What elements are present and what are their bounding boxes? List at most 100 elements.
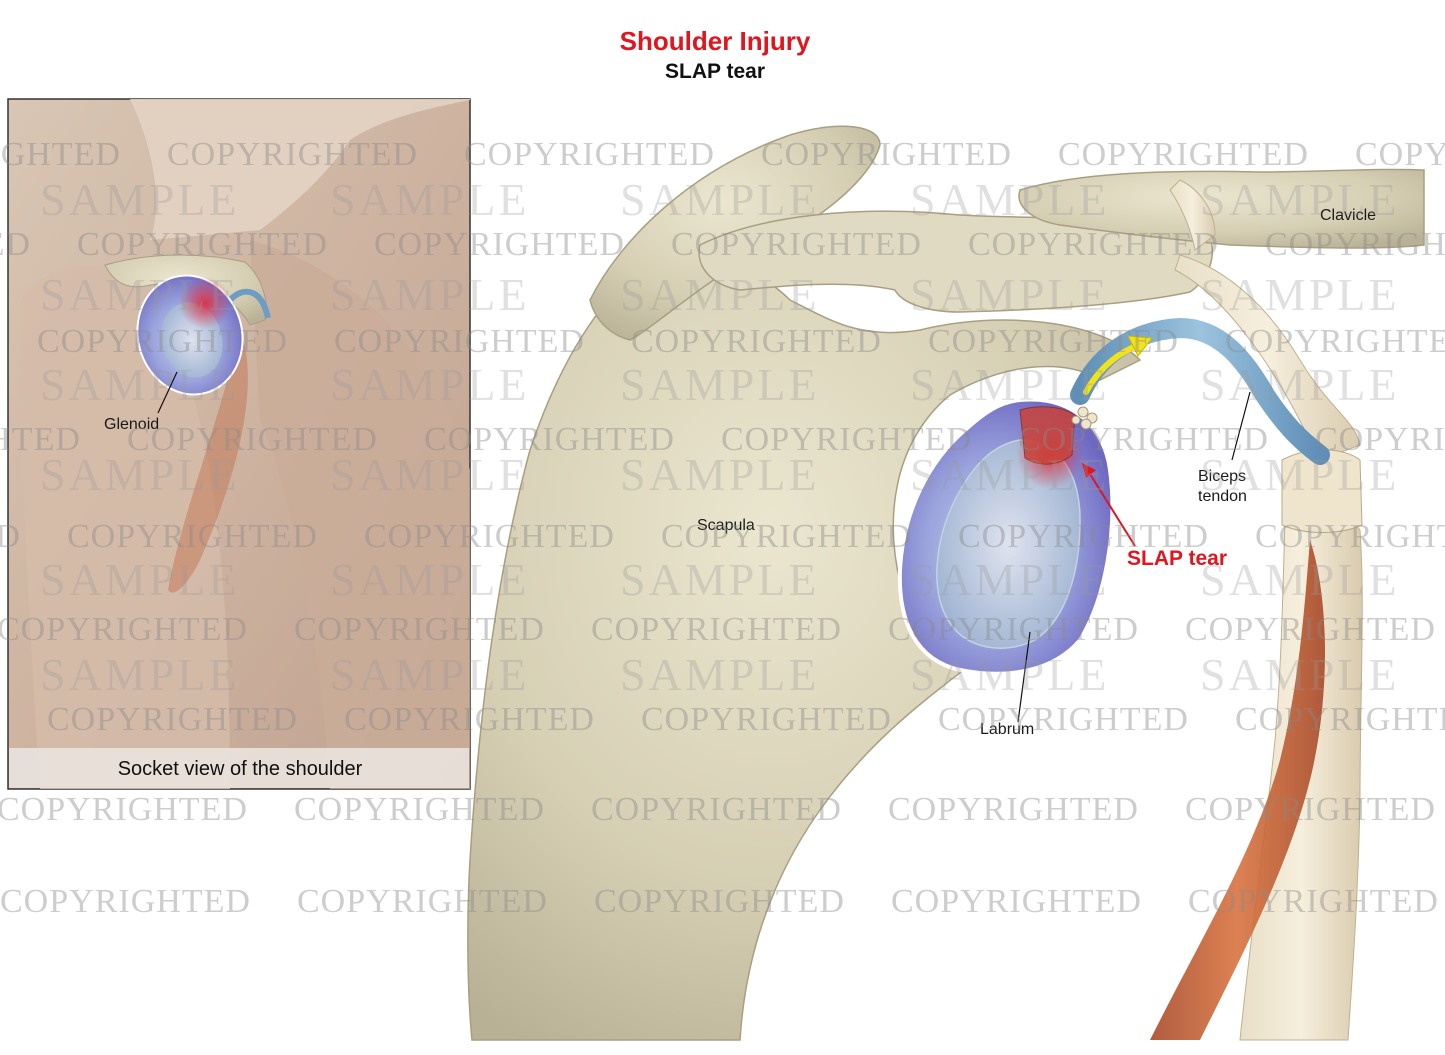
watermark-sample-text: SAMPLE [1200, 359, 1399, 410]
inset-biceps-muscle [168, 330, 248, 593]
clavicle-label: Clavicle [1320, 207, 1376, 224]
slap-tear-leader-arrowhead [1082, 463, 1096, 478]
diagram-title: Shoulder Injury [619, 26, 811, 56]
watermark-text: COPYRIGHTED [1188, 883, 1439, 920]
clavicle [1018, 168, 1425, 249]
arm-shape [20, 265, 230, 789]
watermark-text: COPYRIGHTED [0, 226, 31, 263]
watermark-sample-text: SAMPLE [620, 649, 819, 700]
watermark-text: COPYRIGHTED [37, 323, 288, 360]
watermark-text: COPYRIGHTED [761, 136, 1012, 173]
watermark-text: COPYRIGHTED [1185, 791, 1436, 828]
inset-tear-highlight [179, 277, 231, 329]
watermark-text: COPYRIGHTED [631, 323, 882, 360]
watermark-text: COPYRIGHTED [0, 518, 21, 555]
watermark-text: COPYRIGHTED [958, 518, 1209, 555]
watermark-text: COPYRIGHTED [127, 421, 378, 458]
watermark-sample-text: SAMPLE [40, 359, 239, 410]
watermark-text: COPYRIGHTED [294, 611, 545, 648]
watermark-text: COPYRIGHTED [464, 136, 715, 173]
tear-fragment [1080, 418, 1092, 430]
watermark-sample-text: SAMPLE [620, 359, 819, 410]
inset-glenoid-label: Glenoid [104, 416, 159, 433]
watermark-text: COPYRIGHTED [67, 518, 318, 555]
watermark-sample-text: SAMPLE [40, 269, 239, 320]
back-shape [250, 240, 470, 789]
watermark-text: COPYRIGHTED [661, 518, 912, 555]
labrum-label: Labrum [980, 721, 1034, 738]
tear-fragments [1071, 406, 1098, 430]
watermark-sample-text: SAMPLE [1200, 649, 1399, 700]
watermark-text: COPYRIGHTED [1265, 226, 1445, 263]
main-illustration: Clavicle Scapula Biceps tendon SLAP tear… [467, 125, 1425, 1041]
watermark-sample-text: SAMPLE [40, 174, 239, 225]
ac-ligament [1169, 179, 1216, 251]
copyright-watermark: COPYRIGHTED COPYRIGHTED COPYRIGHTED COPYRIG… [0, 136, 1445, 920]
watermark-text: COPYRIGHTED [641, 701, 892, 738]
watermark-sample-text: SAMPLE [1200, 449, 1399, 500]
watermark-text: COPYRIGHTED [888, 791, 1139, 828]
watermark-sample-text: SAMPLE [910, 269, 1109, 320]
watermark-text: COPYRIGHTED [1355, 136, 1445, 173]
watermark-sample-text: SAMPLE [620, 269, 819, 320]
watermark-text: COPYRIGHTED [591, 611, 842, 648]
watermark-text: COPYRIGHTED [0, 611, 248, 648]
biceps-tendon-leader [1231, 391, 1251, 461]
tear-fragment [1071, 415, 1081, 425]
tear-fragment [1077, 406, 1089, 418]
watermark-text: COPYRIGHTED [47, 701, 298, 738]
watermark-text: COPYRIGHTED [0, 791, 248, 828]
watermark-sample-text: SAMPLE [910, 649, 1109, 700]
watermark-text: COPYRIGHTED [1018, 421, 1269, 458]
watermark-text: COPYRIGHTED [1225, 323, 1445, 360]
watermark-sample-text: SAMPLE [330, 449, 529, 500]
inset-acromion [104, 254, 267, 326]
watermark-sample-text: SAMPLE [1200, 554, 1399, 605]
biceps-tendon-label-line2: tendon [1198, 488, 1247, 505]
watermark-text: COPYRIGHTED [0, 883, 251, 920]
biceps-tendon [1070, 317, 1330, 465]
watermark-sample-text: SAMPLE [910, 359, 1109, 410]
watermark-text: COPYRIGHTED [334, 323, 585, 360]
watermark-text: COPYRIGHTED [1185, 611, 1436, 648]
watermark-sample-text: SAMPLE [330, 554, 529, 605]
watermark-text: COPYRIGHTED [594, 883, 845, 920]
watermark-sample-text: SAMPLE [1200, 269, 1399, 320]
slap-tear-label: SLAP tear [1127, 547, 1227, 570]
watermark-text: COPYRIGHTED [364, 518, 615, 555]
watermark-sample-text: SAMPLE [40, 649, 239, 700]
watermark-sample-text: SAMPLE [1200, 174, 1399, 225]
watermark-sample-text: SAMPLE [620, 449, 819, 500]
watermark-sample-text: SAMPLE [330, 359, 529, 410]
watermark-text: COPYRIGHTED [1058, 136, 1309, 173]
watermark-text: COPYRIGHTED [0, 421, 81, 458]
watermark-text: COPYRIGHTED [0, 701, 1, 738]
watermark-text: COPYRIGHTED [938, 701, 1189, 738]
watermark-sample-text: SAMPLE [620, 554, 819, 605]
inset-caption: Socket view of the shoulder [118, 758, 363, 780]
inset-biceps-tendon [227, 288, 271, 319]
watermark-text: COPYRIGHTED [424, 421, 675, 458]
watermark-text: COPYRIGHTED [1315, 421, 1445, 458]
labrum-leader [1017, 631, 1031, 723]
pull-arrow-shaft [1083, 343, 1139, 395]
watermark-text: COPYRIGHTED [77, 226, 328, 263]
slap-tear-leader [1089, 473, 1136, 547]
diagram-subtitle: SLAP tear [665, 60, 765, 83]
watermark-text: COPYRIGHTED [374, 226, 625, 263]
scapula [467, 256, 1142, 1041]
watermark-text: COPYRIGHTED [1255, 518, 1445, 555]
watermark-sample-text: SAMPLE [910, 449, 1109, 500]
slap-tear-lesion [1019, 406, 1076, 465]
pull-arrow-head [1127, 335, 1153, 357]
watermark-sample-text: SAMPLE [620, 174, 819, 225]
watermark-text: COPYRIGHTED [591, 791, 842, 828]
inset-caption-bar [9, 748, 469, 788]
watermark-sample-text: SAMPLE [40, 449, 239, 500]
watermark-sample-text: SAMPLE [910, 554, 1109, 605]
inset-panel: Glenoid Socket view of the shoulder [7, 98, 471, 790]
watermark-text: COPYRIGHTED [891, 883, 1142, 920]
watermark-text: COPYRIGHTED [928, 323, 1179, 360]
watermark-sample-text: SAMPLE [330, 269, 529, 320]
